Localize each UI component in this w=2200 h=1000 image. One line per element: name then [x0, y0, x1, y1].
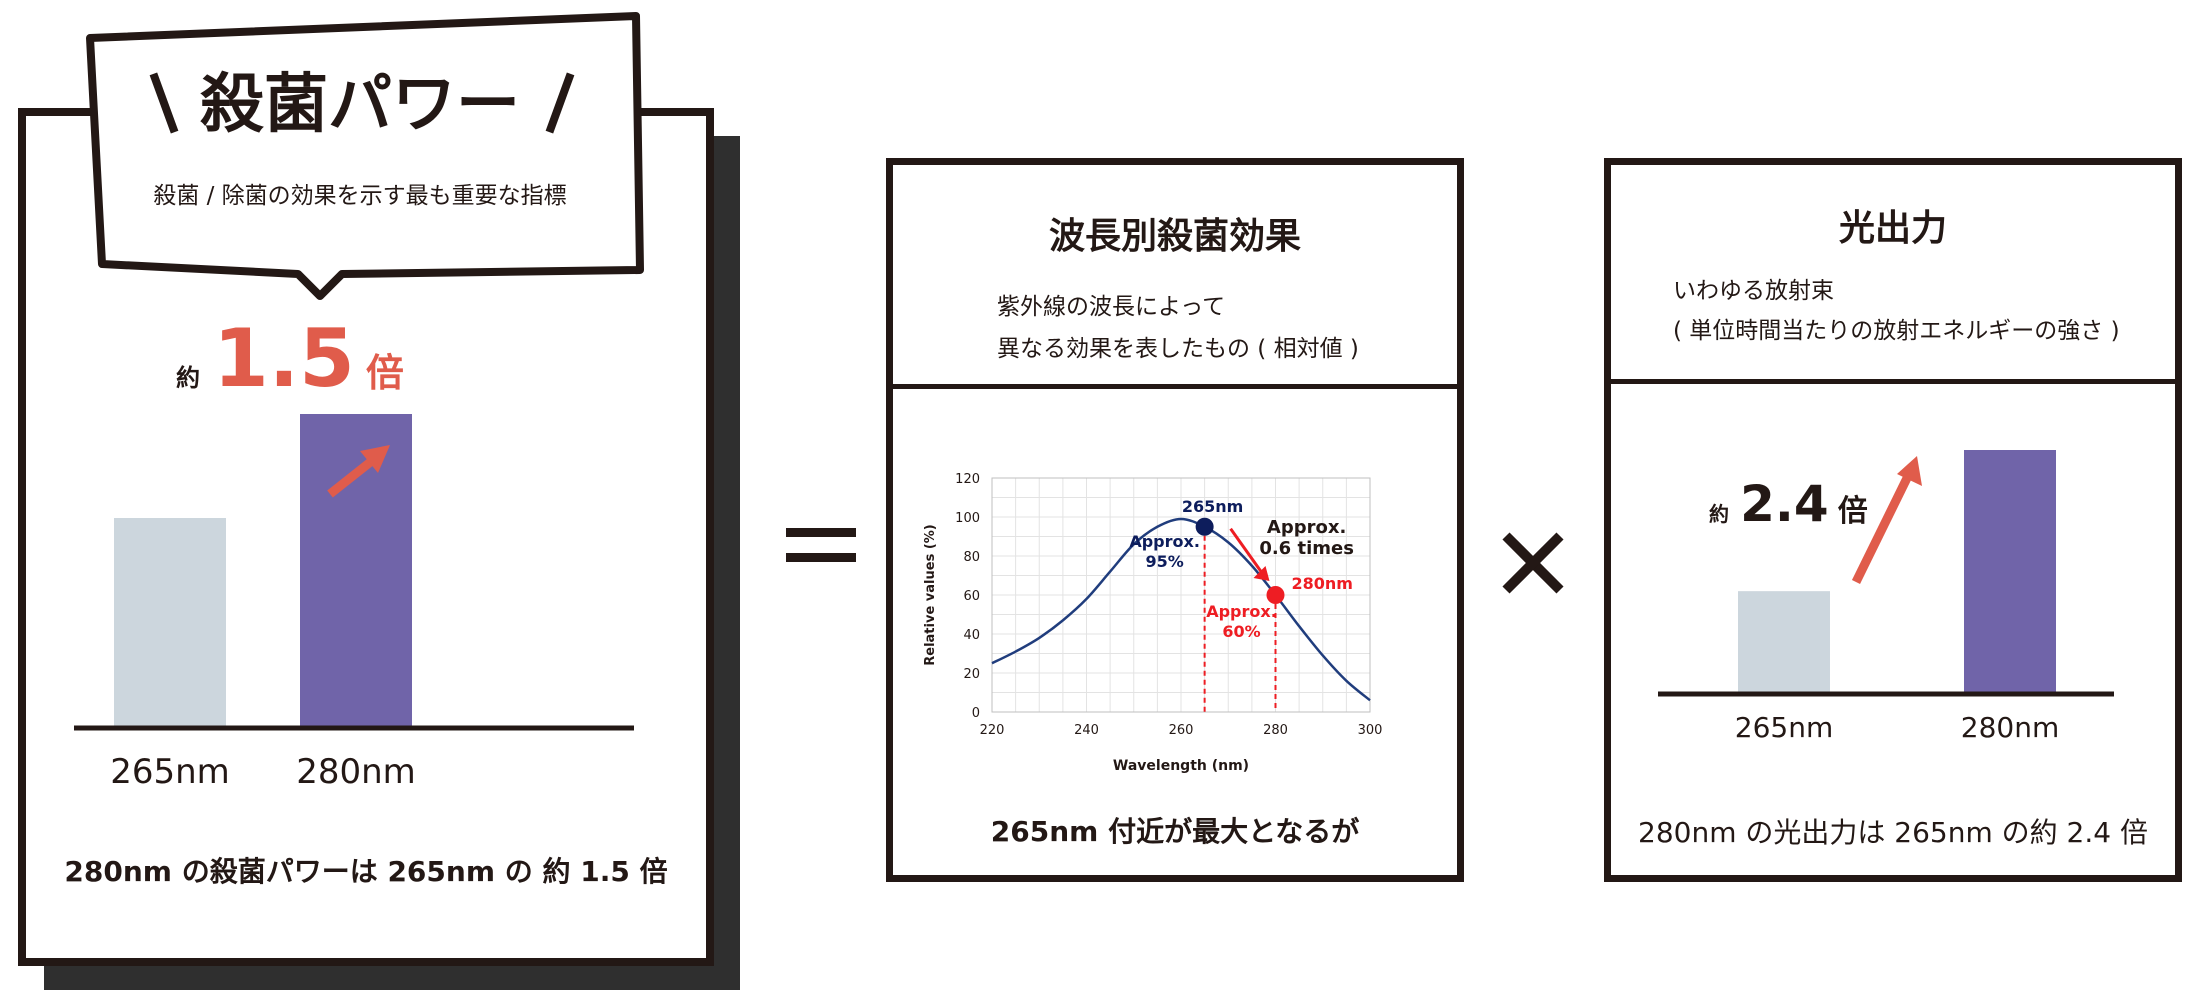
right-arrow-shaft	[1851, 470, 1915, 584]
left-bar-label-265nm: 265nm	[110, 752, 230, 792]
right-bar-label-280nm: 280nm	[1961, 711, 2059, 744]
y-tick-label: 60	[963, 589, 980, 604]
right-bar-label-265nm: 265nm	[1735, 711, 1833, 744]
chart-curve	[991, 517, 1371, 702]
middle-desc-line1: 紫外線の波長によって	[997, 294, 1226, 320]
chart-y-axis-label: Relative values (%)	[923, 524, 938, 666]
right-panel-divider	[1611, 379, 2175, 384]
middle-panel-divider	[893, 384, 1457, 389]
right-title: 光出力	[1838, 208, 1947, 249]
chart-plot-frame	[991, 477, 1371, 713]
chart-arrow-head	[1253, 566, 1270, 581]
left-bar-280nm	[300, 414, 412, 726]
y-tick-label: 100	[955, 511, 980, 526]
right-bar-280nm	[1964, 450, 2056, 692]
middle-caption: 265nm 付近が最大となるが	[990, 815, 1360, 848]
right-ratio-value: 2.4	[1740, 475, 1829, 533]
x-tick-label: 260	[1169, 723, 1194, 738]
right-desc-line2: ( 単位時間当たりの放射エネルギーの強さ )	[1673, 318, 2120, 344]
left-caption: 280nm の殺菌パワーは 265nm の 約 1.5 倍	[64, 855, 668, 888]
callout-bubble	[86, 12, 644, 300]
chart-tick-labels: 220 240 260 280 300 0 20 40 60 80 100 120	[955, 472, 1382, 738]
right-panel: 光出力 いわゆる放射束 ( 単位時間当たりの放射エネルギーの強さ ) 約 2.4…	[1604, 158, 2182, 882]
equals-symbol-text: =	[786, 528, 787, 529]
left-ratio-label: 約 1.5 倍	[176, 312, 404, 405]
y-tick-label: 20	[963, 667, 980, 682]
left-bar-label-280nm: 280nm	[296, 752, 416, 792]
left-bar-chart: 265nm 280nm	[74, 414, 634, 792]
right-bar-chart: 265nm 280nm	[1658, 450, 2114, 744]
y-tick-label: 40	[963, 628, 980, 643]
left-arrow-head	[360, 445, 390, 473]
chart-point-label-280nm: 280nm	[1292, 574, 1353, 593]
left-ratio-prefix: 約	[176, 364, 200, 392]
right-ratio-prefix: 約	[1709, 502, 1729, 526]
wavelength-chart: 220 240 260 280 300 0 20 40 60 80 100 120 265nm 280…	[923, 472, 1382, 774]
chart-note-265nm: Approx.95%	[1129, 532, 1200, 571]
times-symbol-text: ×	[1500, 530, 1501, 531]
right-ratio-suffix: 倍	[1837, 494, 1868, 529]
x-tick-label: 300	[1358, 723, 1383, 738]
left-ratio-value: 1.5	[213, 312, 355, 405]
chart-point-label-265nm: 265nm	[1182, 497, 1243, 516]
equals-symbol: =	[786, 528, 856, 562]
chart-note-280nm: Approx.60%	[1206, 602, 1277, 641]
y-tick-label: 0	[972, 706, 980, 721]
chart-note-ratio: Approx.0.6 times	[1259, 517, 1354, 559]
right-arrow-head	[1897, 456, 1922, 486]
x-tick-label: 240	[1074, 723, 1099, 738]
chart-arrow-shaft	[1229, 527, 1265, 576]
y-tick-label: 120	[955, 472, 980, 487]
y-tick-label: 80	[963, 550, 980, 565]
chart-point-265nm	[1195, 517, 1214, 536]
callout-title: 殺菌パワー	[200, 68, 520, 142]
equals-bar-bottom	[786, 553, 856, 562]
right-bar-265nm	[1738, 591, 1830, 692]
x-tick-label: 280	[1263, 723, 1288, 738]
x-tick-label: 220	[980, 723, 1005, 738]
callout-subtitle: 殺菌 / 除菌の効果を示す最も重要な指標	[153, 183, 567, 209]
chart-x-axis-label: Wavelength (nm)	[1113, 758, 1249, 774]
right-caption: 280nm の光出力は 265nm の約 2.4 倍	[1638, 816, 2148, 849]
times-symbol: ×	[1500, 530, 1564, 594]
right-desc-line1: いわゆる放射束	[1673, 278, 1834, 304]
left-ratio-suffix: 倍	[365, 351, 404, 395]
middle-title: 波長別殺菌効果	[1048, 216, 1301, 257]
chart-point-280nm	[1266, 586, 1285, 604]
equals-bar-top	[786, 528, 856, 537]
left-bar-265nm	[114, 518, 226, 726]
middle-desc-line2: 異なる効果を表したもの ( 相対値 )	[997, 336, 1359, 362]
right-ratio-label: 約 2.4 倍	[1709, 475, 1868, 533]
